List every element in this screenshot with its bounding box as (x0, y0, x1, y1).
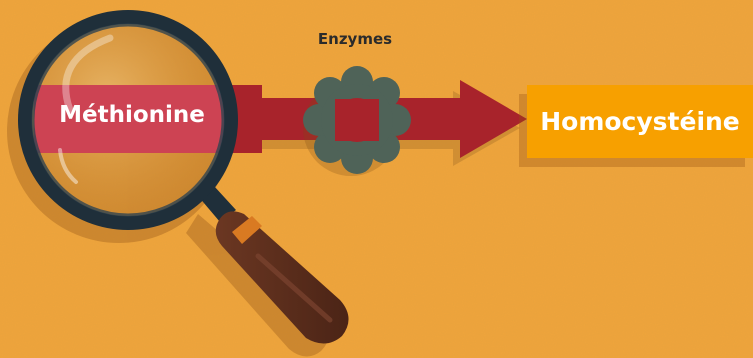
product-box: Homocystéine (527, 85, 753, 158)
substrate-label: Méthionine (34, 102, 230, 128)
enzymes-label: Enzymes (295, 30, 415, 48)
product-label: Homocystéine (540, 107, 740, 136)
